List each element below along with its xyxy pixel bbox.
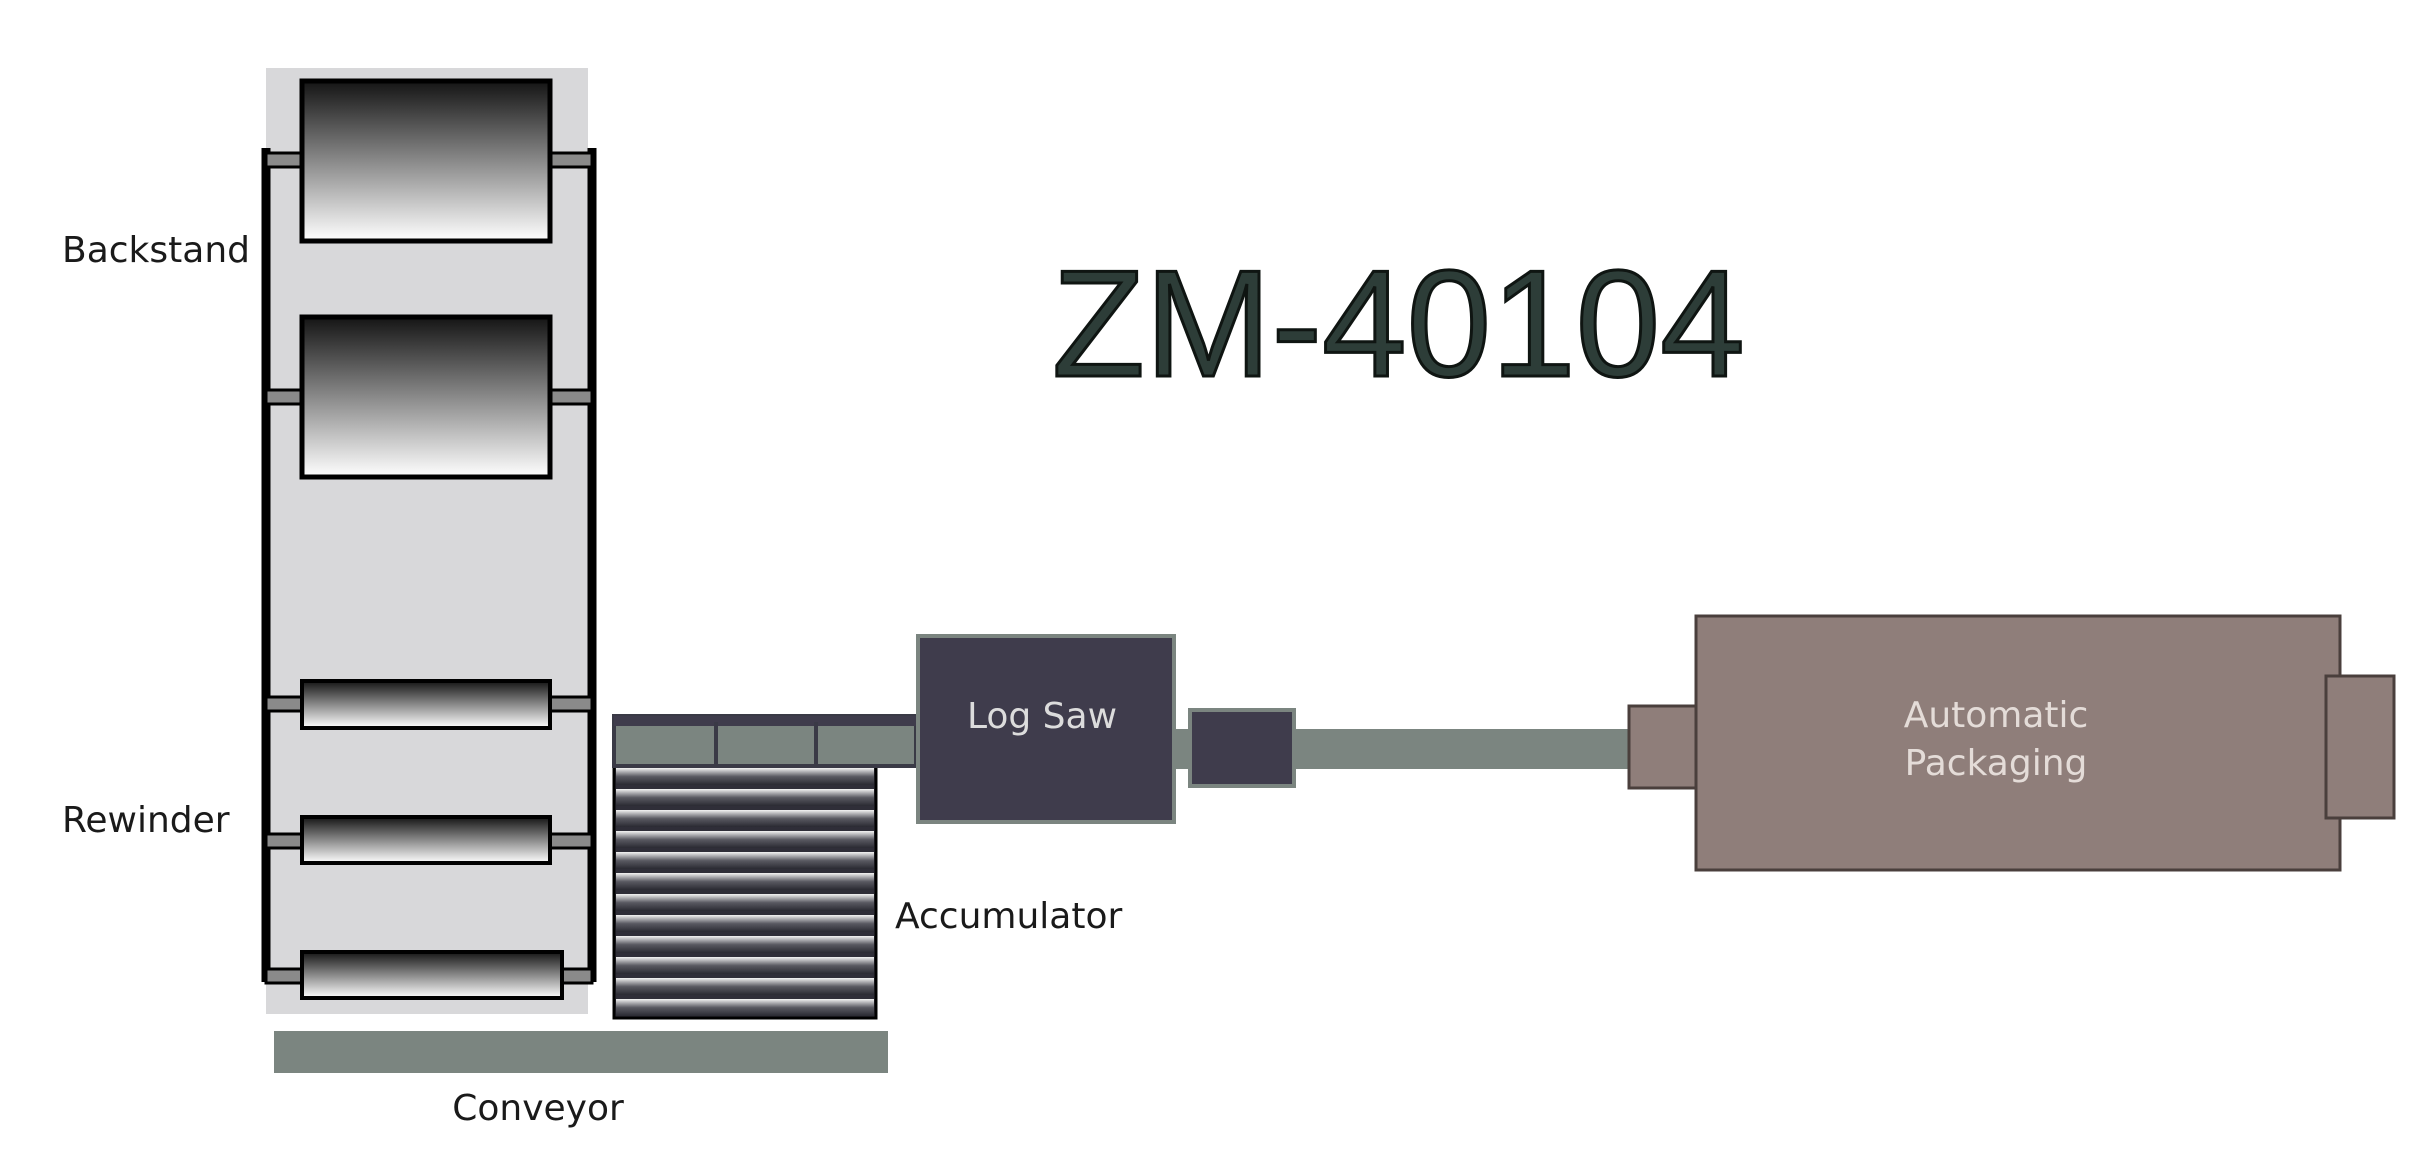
accumulator-top-conveyor [612,714,918,768]
accumulator-body [612,764,878,1020]
packaging-outfeed [2324,674,2396,820]
accumulator-roll [616,915,874,932]
log-saw [916,634,1176,824]
rewinder-label: Rewinder [62,800,230,841]
accumulator-roll [616,936,874,953]
accumulator-roll [616,768,874,785]
conveyor-label: Conveyor [452,1088,624,1129]
conveyor [274,1031,888,1073]
backstand-label: Backstand [62,230,250,271]
accumulator-label: Accumulator [895,896,1122,937]
backstand-rewinder-frame [261,68,597,1014]
packaging-label-line2: Packaging [1905,743,2088,784]
automatic-packaging [1627,614,2396,872]
backstand-roll [264,314,594,480]
packaging-label-line1: Automatic [1904,695,2089,736]
accumulator-roll [616,873,874,890]
rewinder-roll [264,679,594,730]
accumulator-roll [616,810,874,827]
accumulator-roll [616,894,874,911]
log-saw-label: Log Saw [967,696,1117,737]
accumulator-roll [616,789,874,806]
accumulator-roll [616,978,874,995]
rewinder-roll [264,950,594,1000]
accumulator-roll [616,957,874,974]
diagram-title: ZM-40104 [1052,239,1745,409]
accumulator [612,764,878,1020]
rewinder-roll [264,815,594,865]
packaging-body [1694,614,2342,872]
backstand-roll [264,78,594,244]
packaging-infeed [1627,704,1699,790]
accumulator-roll [616,999,874,1016]
accumulator-roll [616,852,874,869]
trim-unit [1188,708,1296,788]
accumulator-roll [616,831,874,848]
